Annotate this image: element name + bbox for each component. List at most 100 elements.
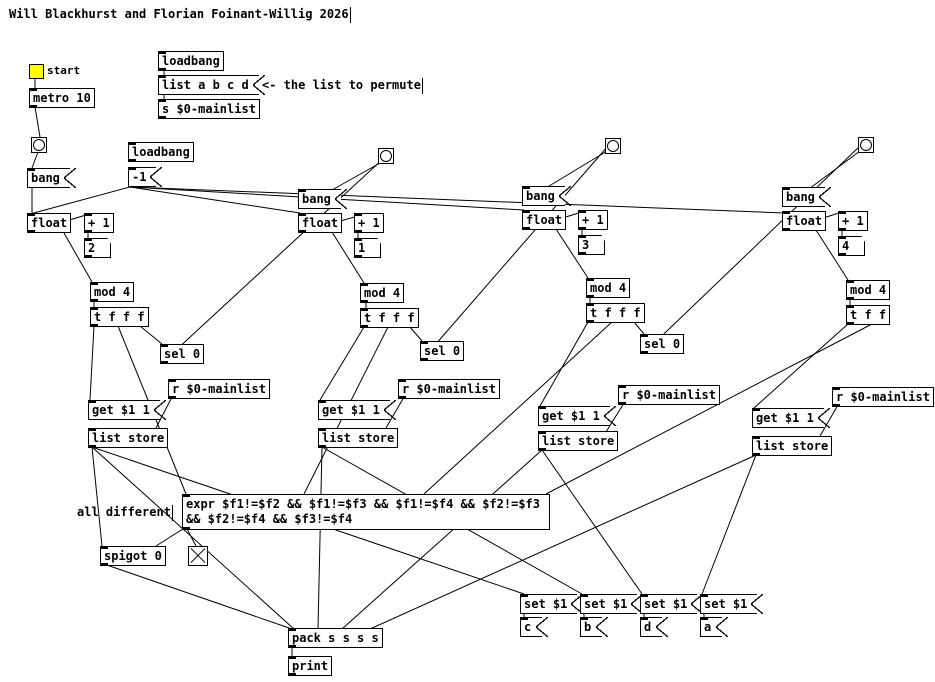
start-toggle[interactable] [29, 64, 44, 79]
float-object-3[interactable]: float [522, 210, 567, 230]
set-message-4[interactable]: set $1 [700, 594, 764, 614]
cord [633, 321, 645, 335]
expr-object[interactable]: expr $f1!=$f2 && $f1!=$f3 && $f1!=$f4 &&… [182, 494, 550, 530]
output-message-1[interactable]: c [520, 617, 548, 637]
mod-object-1[interactable]: mod 4 [90, 282, 135, 302]
cord [643, 145, 861, 354]
list-message[interactable]: list a b c d [158, 75, 265, 95]
cord [421, 145, 609, 361]
spigot-object[interactable]: spigot 0 [100, 546, 166, 566]
bang-circle-icon [607, 140, 619, 152]
receive-mainlist-4[interactable]: r $0-mainlist [832, 387, 934, 407]
cord [91, 446, 295, 630]
output-message-4[interactable]: a [700, 617, 728, 637]
get-message-4[interactable]: get $1 1 [752, 408, 830, 428]
plus-one-object-2[interactable]: + 1 [354, 213, 384, 233]
get-message-3[interactable]: get $1 1 [538, 406, 616, 426]
output-message-2[interactable]: b [580, 617, 608, 637]
cord [63, 232, 93, 283]
cord [129, 186, 301, 214]
print-object[interactable]: print [288, 656, 333, 676]
number-atom-2[interactable]: 1 [354, 238, 381, 258]
send-mainlist-object[interactable]: s $0-mainlist [158, 99, 260, 119]
bang-circle-icon [380, 150, 392, 162]
cord [409, 326, 423, 342]
trigger-object-3[interactable]: t f f f [586, 303, 645, 323]
bang-message-4[interactable]: bang [782, 187, 831, 207]
trigger-object-4[interactable]: t f f [846, 305, 891, 325]
number-atom-4[interactable]: 4 [838, 236, 865, 256]
pack-object[interactable]: pack s s s s [288, 628, 383, 648]
cord [34, 106, 41, 138]
set-message-3[interactable]: set $1 [640, 594, 704, 614]
loadbang-top-object[interactable]: loadbang [158, 51, 224, 71]
cord [129, 186, 785, 214]
bang-message-2[interactable]: bang [298, 189, 347, 209]
float-object-2[interactable]: float [298, 213, 343, 233]
cord [539, 321, 589, 407]
bang-message-main[interactable]: bang [27, 168, 76, 188]
minus-one-message[interactable]: -1 [127, 167, 163, 187]
bang-gui-4[interactable] [858, 137, 874, 153]
bang-circle-icon [860, 139, 872, 151]
sel-object-3[interactable]: sel 0 [640, 334, 685, 354]
all-different-toggle[interactable] [188, 546, 208, 566]
trigger-object-1[interactable]: t f f f [90, 307, 149, 327]
float-object-1[interactable]: float [27, 213, 72, 233]
cord [319, 326, 365, 401]
mod-object-4[interactable]: mod 4 [846, 280, 891, 300]
credit-comment: Will Blackhurst and Florian Foinant-Will… [9, 6, 351, 23]
bang-message-3[interactable]: bang [522, 186, 571, 206]
float-object-4[interactable]: float [782, 211, 827, 231]
number-atom-3[interactable]: 3 [578, 235, 605, 255]
loadbang-mid-object[interactable]: loadbang [128, 142, 194, 162]
mod-object-2[interactable]: mod 4 [360, 283, 405, 303]
receive-mainlist-3[interactable]: r $0-mainlist [618, 385, 720, 405]
cord [341, 449, 543, 630]
bang-gui-main[interactable] [31, 137, 47, 153]
plus-one-object-4[interactable]: + 1 [838, 211, 868, 231]
cord [31, 151, 39, 169]
cord [555, 228, 589, 279]
cord [185, 526, 197, 547]
cord [423, 321, 613, 495]
list-store-1[interactable]: list store [88, 428, 169, 448]
bang-gui-2[interactable] [378, 148, 394, 164]
list-store-4[interactable]: list store [752, 436, 833, 456]
cord [155, 526, 187, 547]
cord [29, 186, 131, 215]
cord [541, 449, 643, 595]
plus-one-object-1[interactable]: + 1 [84, 213, 114, 233]
cord [139, 325, 163, 345]
plus-one-object-3[interactable]: + 1 [578, 210, 608, 230]
cord [91, 446, 103, 547]
receive-mainlist-2[interactable]: r $0-mainlist [398, 379, 500, 399]
list-comment: <- the list to permute [262, 77, 423, 94]
output-message-3[interactable]: d [640, 617, 668, 637]
sel-object-1[interactable]: sel 0 [160, 344, 205, 364]
trigger-object-2[interactable]: t f f f [360, 308, 419, 328]
cord [753, 323, 849, 409]
all-different-comment: all different [77, 504, 173, 521]
list-store-2[interactable]: list store [318, 428, 399, 448]
list-store-3[interactable]: list store [538, 431, 619, 451]
cord [701, 454, 757, 595]
get-message-1[interactable]: get $1 1 [88, 400, 166, 420]
number-atom-1[interactable]: 2 [84, 238, 111, 258]
cord [545, 323, 873, 495]
set-message-2[interactable]: set $1 [580, 594, 644, 614]
sel-object-2[interactable]: sel 0 [420, 341, 465, 361]
cord [89, 325, 95, 401]
start-label: start [47, 64, 81, 77]
get-message-2[interactable]: get $1 1 [318, 400, 396, 420]
bang-circle-icon [33, 139, 45, 151]
receive-mainlist-1[interactable]: r $0-mainlist [168, 379, 270, 399]
cord [103, 563, 293, 630]
set-message-1[interactable]: set $1 [520, 594, 584, 614]
mod-object-3[interactable]: mod 4 [586, 278, 631, 298]
metro-object[interactable]: metro 10 [29, 88, 95, 108]
bang-gui-3[interactable] [605, 138, 621, 154]
cord [331, 231, 365, 284]
